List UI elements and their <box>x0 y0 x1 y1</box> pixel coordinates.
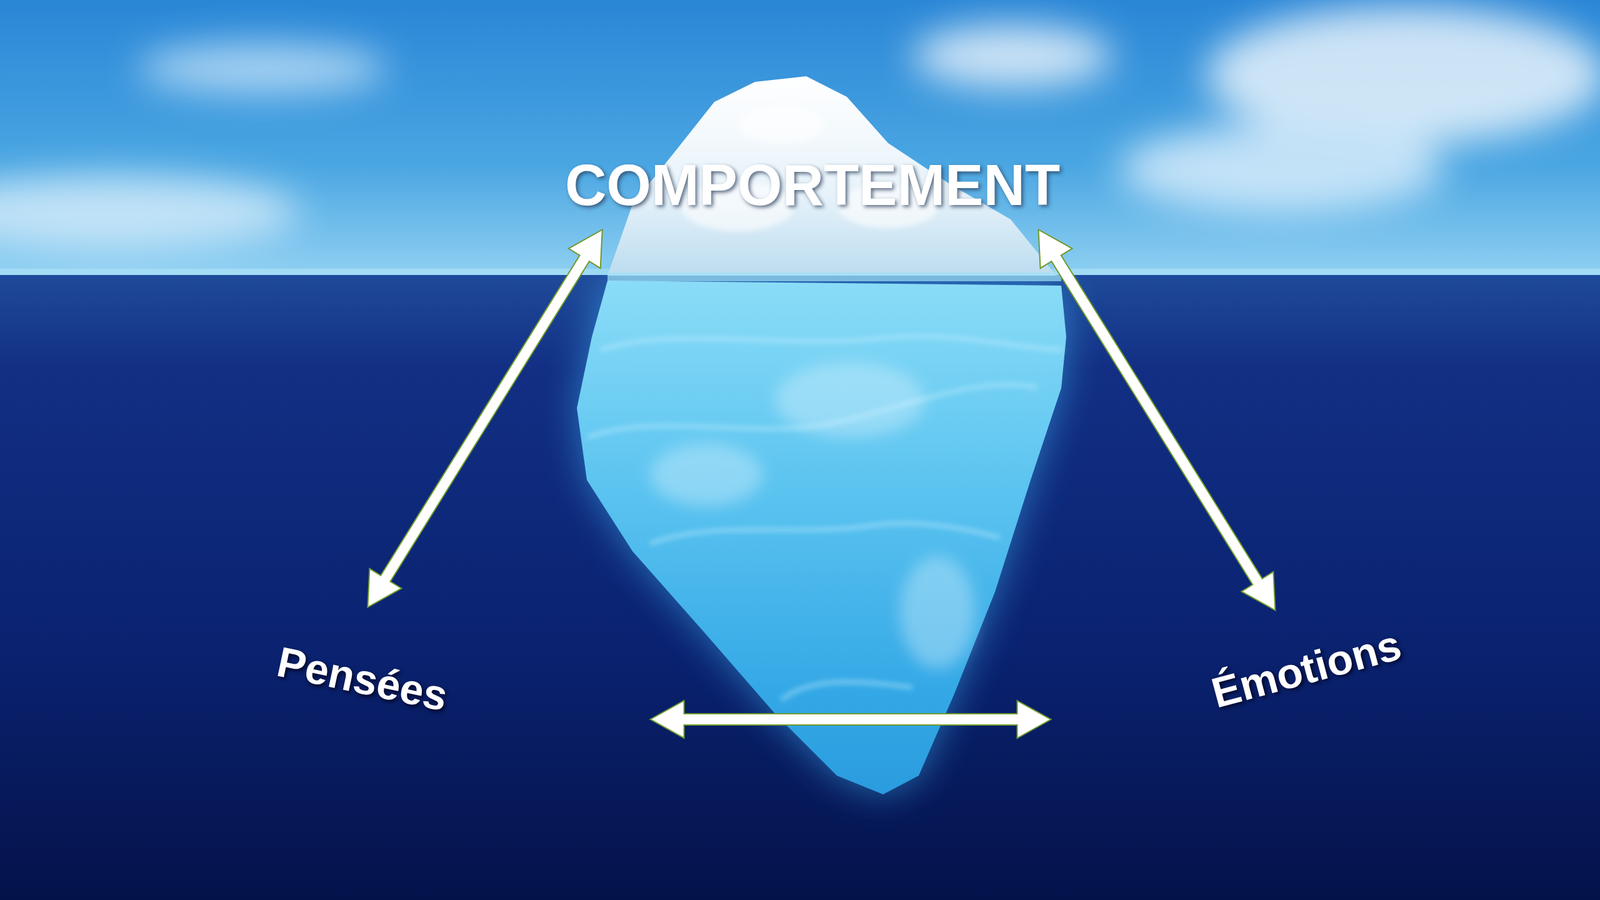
node-text: Pensées <box>273 638 452 720</box>
node-text: Émotions <box>1206 621 1407 717</box>
behavior-label: COMPORTEMENT <box>550 141 1075 230</box>
double-arrow <box>1038 230 1276 611</box>
waterline <box>607 272 1062 282</box>
clouds <box>0 6 1600 250</box>
emotions-label: Émotions <box>1051 610 1432 729</box>
ice-highlights <box>650 362 975 669</box>
thoughts-label: Pensées <box>262 607 650 725</box>
node-text: COMPORTEMENT <box>565 153 1060 217</box>
sea <box>0 275 1600 900</box>
double-arrow <box>650 700 1052 739</box>
iceberg-glow <box>576 280 1067 795</box>
ice-ridges <box>587 336 1063 700</box>
double-arrow <box>367 230 602 608</box>
iceberg-underwater <box>576 280 1067 795</box>
